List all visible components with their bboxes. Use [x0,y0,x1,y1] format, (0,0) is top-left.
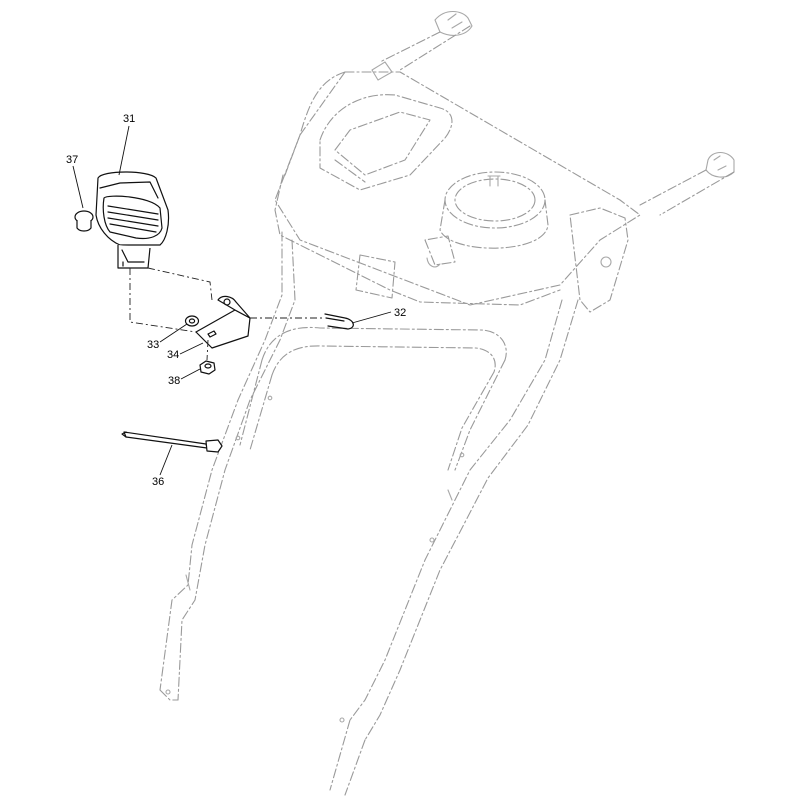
callout-32: 32 [394,307,406,319]
callout-36: 36 [152,476,164,488]
bracket-part-34 [195,295,251,349]
washer-part-33 [184,315,200,327]
assembly-lines [129,267,325,361]
callout-31: 31 [123,113,135,125]
callout-34: 34 [167,349,179,361]
leader-lines [72,125,392,476]
cable-clip-part-32 [324,313,354,330]
callout-37: 37 [66,154,78,166]
callout-labels: 31 37 32 33 34 38 36 [66,113,406,488]
plug-part-37 [74,210,94,232]
cable-tie-part-36 [121,431,223,453]
nut-part-38 [199,360,216,375]
callout-38: 38 [168,375,180,387]
handle-assembly-ghost [159,10,735,796]
headlight-part-31 [95,171,170,269]
callout-33: 33 [147,339,159,351]
